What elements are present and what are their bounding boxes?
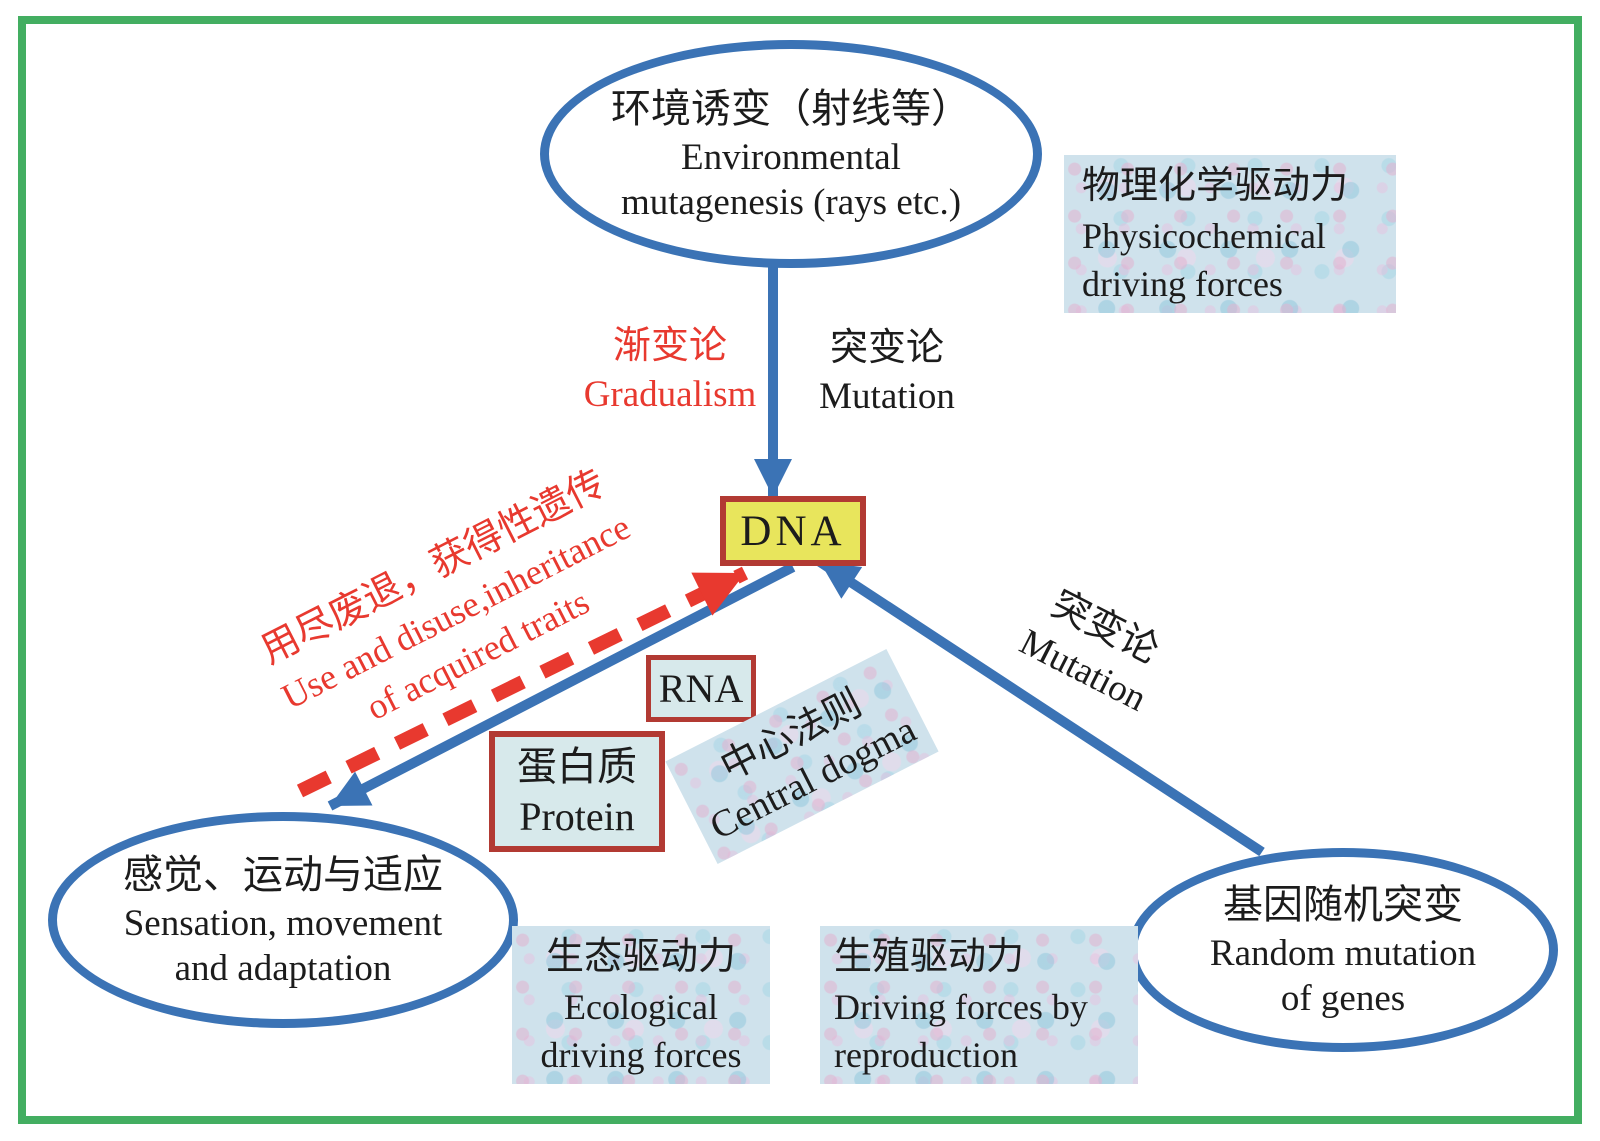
rna-label: RNA [658,666,744,711]
dna-label: DNA [740,507,846,555]
repro-en-label-2: reproduction [834,1035,1018,1075]
eco-en-label-1: Ecological [564,987,718,1027]
rna-box: RNA [646,655,756,722]
eco-zh-label: 生态驱动力 [545,936,736,978]
eco-en-label-2: driving forces [540,1035,742,1075]
env-en-label-2: mutagenesis (rays etc.) [620,182,962,223]
sensation-en-label-2: and adaptation [174,948,392,989]
sensation-movement-adaptation-ellipse: 感觉、运动与适应 Sensation, movement and adaptat… [48,812,518,1028]
mutation-top-label: 突变论 Mutation [782,322,992,419]
gradualism-en-label: Gradualism [583,374,757,415]
arrow-random-mutation-to-dna [817,557,1265,857]
random-en-label-1: Random mutation [1209,933,1477,974]
random-zh-label: 基因随机突变 [1223,882,1463,927]
sensation-en-label-1: Sensation, movement [123,903,443,944]
environmental-mutagenesis-ellipse: 环境诱变（射线等） Environmental mutagenesis (ray… [540,40,1042,268]
protein-zh-label: 蛋白质 [517,743,637,789]
repro-en-label-1: Driving forces by [834,987,1088,1027]
ecological-driving-forces-box: 生态驱动力 Ecological driving forces [512,926,770,1084]
physicochemical-driving-forces-box: 物理化学驱动力 Physicochemical driving forces [1064,155,1396,313]
random-en-label-2: of genes [1280,978,1406,1019]
gradualism-label: 渐变论 Gradualism [540,320,800,417]
mutation-top-en-label: Mutation [819,376,955,417]
gradualism-zh-label: 渐变论 [612,325,727,367]
physico-en-label-1: Physicochemical [1082,216,1326,256]
green-frame-border [18,16,1582,1124]
protein-en-label: Protein [519,793,635,839]
dashed-arrow-use-disuse-to-dna [296,566,749,798]
random-mutation-of-genes-ellipse: 基因随机突变 Random mutation of genes [1128,848,1558,1052]
repro-zh-label: 生殖驱动力 [834,936,1025,978]
dna-box: DNA [720,496,866,566]
reproduction-driving-forces-box: 生殖驱动力 Driving forces by reproduction [820,926,1138,1084]
physico-en-label-2: driving forces [1082,264,1283,304]
protein-box: 蛋白质 Protein [489,731,665,852]
sensation-zh-label: 感觉、运动与适应 [123,852,443,897]
physico-zh-label: 物理化学驱动力 [1082,165,1349,207]
mutation-top-zh-label: 突变论 [829,327,944,369]
env-zh-label: 环境诱变（射线等） [611,86,971,131]
env-en-label-1: Environmental [681,137,901,178]
